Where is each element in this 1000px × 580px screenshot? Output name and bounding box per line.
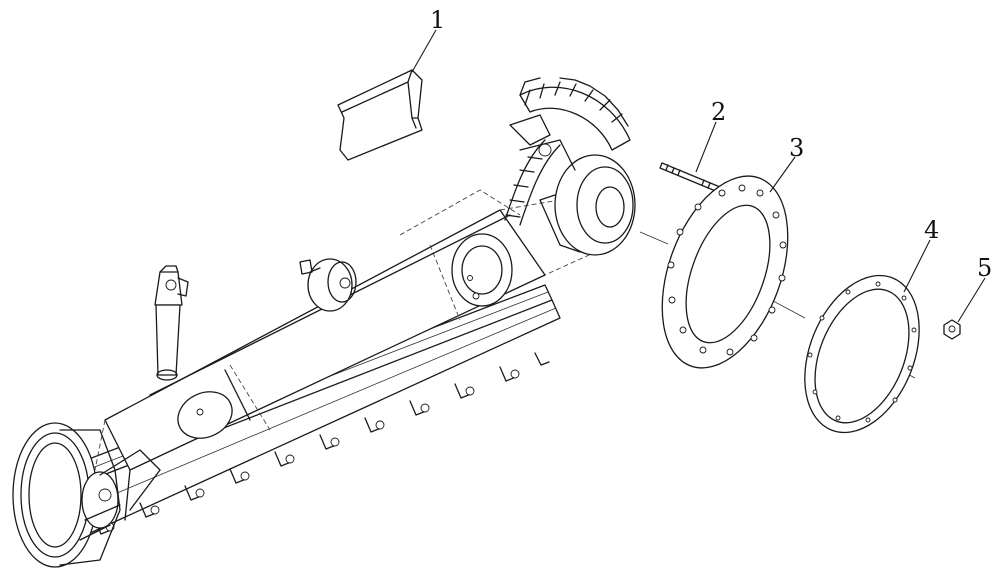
lift-cylinder (154, 265, 189, 381)
callout-leaders (411, 29, 986, 323)
callout-2: 2 (711, 98, 726, 126)
callout-1: 1 (430, 6, 445, 34)
idler-motor (299, 258, 357, 312)
callout-3: 3 (789, 134, 804, 162)
part-nut (943, 319, 961, 340)
part-gasket-ring (804, 274, 920, 434)
leader-3 (769, 156, 796, 193)
boom-hub (451, 233, 513, 307)
callout-labels: 1 2 3 4 5 (430, 6, 992, 282)
part-block (337, 69, 423, 161)
callout-4: 4 (924, 216, 939, 244)
leader-5 (957, 277, 986, 323)
leader-1 (411, 29, 437, 73)
leader-2 (695, 121, 717, 173)
front-roller-wheel (12, 422, 161, 568)
boom-body (94, 189, 601, 521)
cutting-arm-assembly (12, 77, 916, 568)
part-stud (659, 162, 721, 193)
drive-chain (504, 139, 561, 226)
leader-4 (903, 239, 931, 293)
callout-5: 5 (977, 254, 992, 282)
rear-sprocket (519, 77, 631, 151)
part-flange-ring (661, 175, 789, 369)
access-plate (177, 391, 233, 439)
drive-drum (509, 114, 636, 256)
